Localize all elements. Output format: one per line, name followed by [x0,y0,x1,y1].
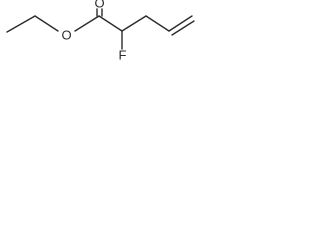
bond-vinyl-double-a [168,15,193,32]
atom-fluorine: F [119,47,127,62]
bond-alpha-ch2 [121,15,147,32]
atom-o-carbonyl: O [94,0,104,10]
bond-vinyl-double-b [171,20,195,36]
bond-carbonyl-alpha [98,15,123,32]
bond-ethyl-ch3 [6,15,36,33]
bond-ethyl-ch2 [34,15,59,32]
structure-canvas: O O F [6,0,195,62]
bond-o-carbonyl-c [74,15,100,32]
bond-ch2-ch [145,15,170,32]
atom-o-ester: O [61,27,71,42]
